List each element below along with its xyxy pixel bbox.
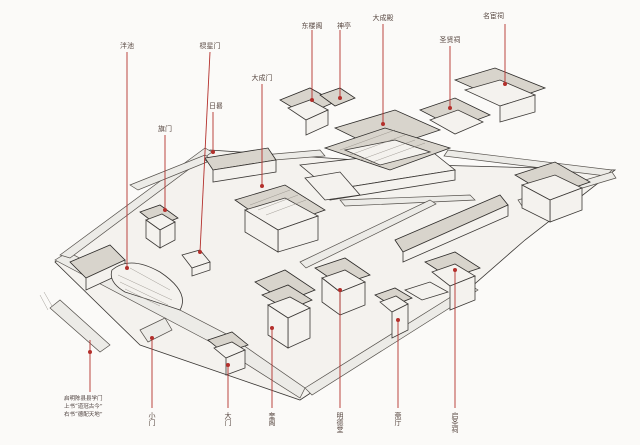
- inner-wall-d: [299, 199, 437, 269]
- label-qishengci: 启圣祠: [451, 411, 459, 434]
- label-dachengmen: 大成门: [252, 73, 273, 82]
- pan-pond: [110, 262, 183, 311]
- labels: 东楼阁 神亭 大成殿 名宦祠 圣贤祠 泮池 棂星门 大成门 日晷 旗门 明德堂 …: [120, 11, 504, 434]
- corridor-left: [204, 147, 277, 183]
- upper-right-halls: [418, 67, 591, 223]
- label-kuige: 奎阁: [268, 411, 276, 427]
- note-line-3: 右书“德配天地”: [64, 410, 103, 418]
- sundial-platform: [181, 249, 211, 277]
- main-hall: [299, 109, 456, 201]
- left-front-wall: [39, 291, 173, 353]
- architecture-sketch: [39, 67, 617, 401]
- annotation-note: 启明陈县县学门 上书“道冠古今” 右书“德配天地”: [64, 394, 103, 418]
- leader-lines: [88, 24, 507, 408]
- label-damen: 大门: [224, 411, 232, 427]
- label-zhaiting: 斋厅: [394, 411, 402, 426]
- note-line-1: 启明陈县县学门: [64, 394, 103, 402]
- label-mingdetang: 明德堂: [336, 412, 344, 433]
- label-donglouge: 东楼阁: [302, 21, 323, 30]
- label-panchi: 泮池: [120, 41, 134, 50]
- gate-hall: [234, 184, 326, 253]
- note-line-2: 上书“道冠古今”: [64, 402, 103, 410]
- label-shengxianci: 圣贤祠: [440, 35, 461, 44]
- label-shenting: 神亭: [337, 21, 351, 30]
- corridor-right: [394, 194, 509, 263]
- label-minghuanci: 名宦祠: [483, 11, 504, 20]
- label-rigui: 日晷: [209, 102, 223, 110]
- label-xiaomen: 小门: [148, 411, 156, 427]
- inner-wall-c: [339, 194, 476, 207]
- right-front-halls: [374, 251, 481, 339]
- kui-pavilion: [254, 269, 316, 349]
- label-lingxingmen: 棂星门: [200, 41, 221, 50]
- label-qimen: 旗门: [158, 124, 172, 133]
- main-door: [207, 331, 249, 376]
- label-dachengdian: 大成殿: [373, 13, 394, 22]
- wall-front-right: [304, 284, 479, 396]
- mingde-hall: [314, 257, 371, 316]
- upper-left-halls: [279, 87, 356, 136]
- lingxing-gate: [139, 204, 179, 249]
